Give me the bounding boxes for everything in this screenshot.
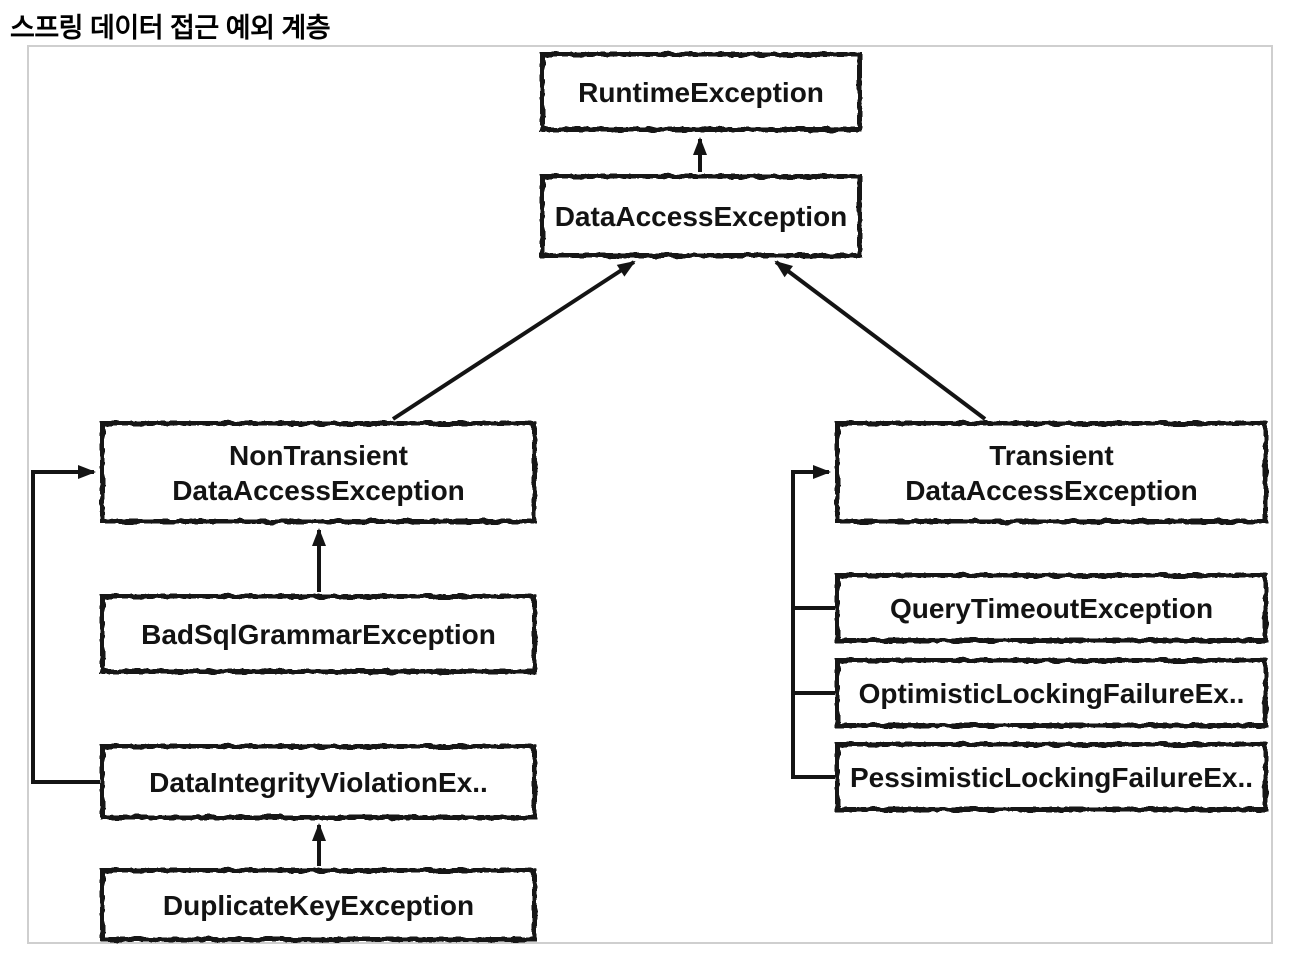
diagram-title: 스프링 데이터 접근 예외 계층	[10, 13, 331, 43]
node-label-line2: DataAccessException	[905, 474, 1198, 506]
node-query-timeout-exception: QueryTimeoutException	[835, 573, 1268, 643]
node-runtime-exception: RuntimeException	[540, 52, 862, 132]
node-label: BadSqlGrammarException	[141, 618, 496, 650]
node-label: PessimisticLockingFailureEx..	[849, 761, 1254, 793]
node-transient-data-access-exception: Transient DataAccessException	[835, 421, 1268, 524]
edge-nontransient-to-dataaccess-arrow	[391, 260, 636, 421]
node-label: DataIntegrityViolationEx..	[149, 766, 488, 798]
node-pessimistic-locking-failure-exception: PessimisticLockingFailureEx..	[835, 742, 1268, 812]
node-duplicate-key-exception: DuplicateKeyException	[100, 868, 537, 942]
node-optimistic-locking-failure-exception: OptimisticLockingFailureEx..	[835, 658, 1268, 728]
edge-transient-to-dataaccess-arrow	[774, 260, 987, 421]
node-label: RuntimeException	[578, 76, 824, 108]
node-data-access-exception: DataAccessException	[540, 174, 862, 258]
node-bad-sql-grammar-exception: BadSqlGrammarException	[100, 594, 537, 674]
node-label: QueryTimeoutException	[889, 592, 1214, 624]
edge-dataintegrity-to-nontransient-elbow-arrow	[31, 465, 100, 784]
node-data-integrity-violation-exception: DataIntegrityViolationEx..	[100, 744, 537, 820]
edge-right-bracket-to-transient-arrow	[791, 465, 835, 779]
node-non-transient-data-access-exception: NonTransient DataAccessException	[100, 421, 537, 524]
node-label-line2: DataAccessException	[172, 474, 465, 506]
node-label-line1: NonTransient	[229, 439, 408, 471]
node-label-line1: Transient	[989, 439, 1114, 471]
node-label: OptimisticLockingFailureEx..	[858, 677, 1245, 709]
node-label: DuplicateKeyException	[162, 889, 475, 921]
node-label: DataAccessException	[554, 200, 848, 232]
